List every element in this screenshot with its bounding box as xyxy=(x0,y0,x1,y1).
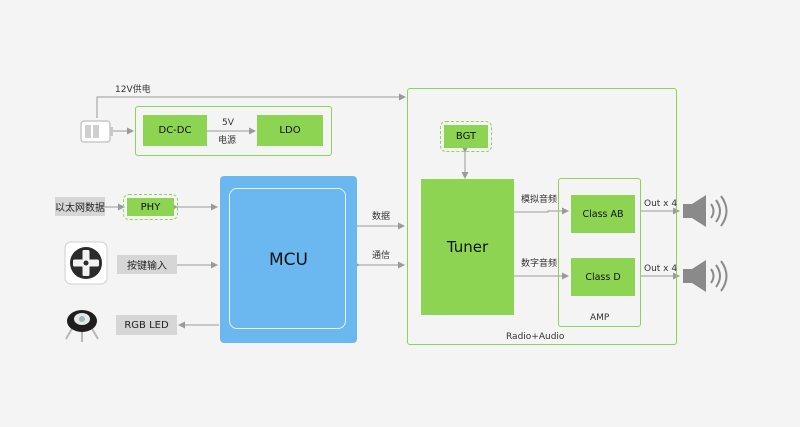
ethernet-data-label: 以太网数据 xyxy=(55,197,105,216)
radio-audio-label: Radio+Audio xyxy=(506,332,565,342)
digital-audio-label: 数字音频 xyxy=(521,259,558,269)
amp-label: AMP xyxy=(590,313,610,323)
class-ab-block: Class AB xyxy=(571,195,635,233)
led-icon xyxy=(60,305,104,343)
out-label-ab: Out x 4 xyxy=(644,199,678,209)
tuner-block: Tuner xyxy=(421,179,514,315)
bgt-dashed-frame xyxy=(440,121,492,152)
rgb-led-label: RGB LED xyxy=(116,315,177,335)
comm-label: 通信 xyxy=(372,251,391,261)
speaker-icon xyxy=(682,193,730,229)
power-group xyxy=(135,106,332,156)
data-label: 数据 xyxy=(372,212,391,222)
power-label: 12V供电 xyxy=(115,85,151,95)
bgt-block: BGT xyxy=(444,125,488,148)
dcdc-block: DC-DC xyxy=(143,115,207,146)
phy-block: PHY xyxy=(127,198,174,216)
class-d-block: Class D xyxy=(571,258,635,296)
out-label-d: Out x 4 xyxy=(644,264,678,274)
dpad-icon xyxy=(64,241,108,285)
voltage-5v-label: 5V xyxy=(222,118,234,128)
radio-audio-group xyxy=(407,88,677,345)
mcu-label: MCU xyxy=(269,249,308,270)
speaker-icon xyxy=(682,258,730,294)
key-input-label: 按键输入 xyxy=(117,255,177,274)
mcu-block: MCU xyxy=(220,176,357,343)
battery-icon xyxy=(80,119,113,144)
mcu-inner-frame xyxy=(229,188,346,329)
amp-group xyxy=(558,178,641,327)
ldo-block: LDO xyxy=(257,115,323,146)
analog-audio-label: 模拟音频 xyxy=(521,195,558,205)
power-source-label: 电源 xyxy=(218,136,237,146)
phy-dashed-frame xyxy=(123,194,178,220)
